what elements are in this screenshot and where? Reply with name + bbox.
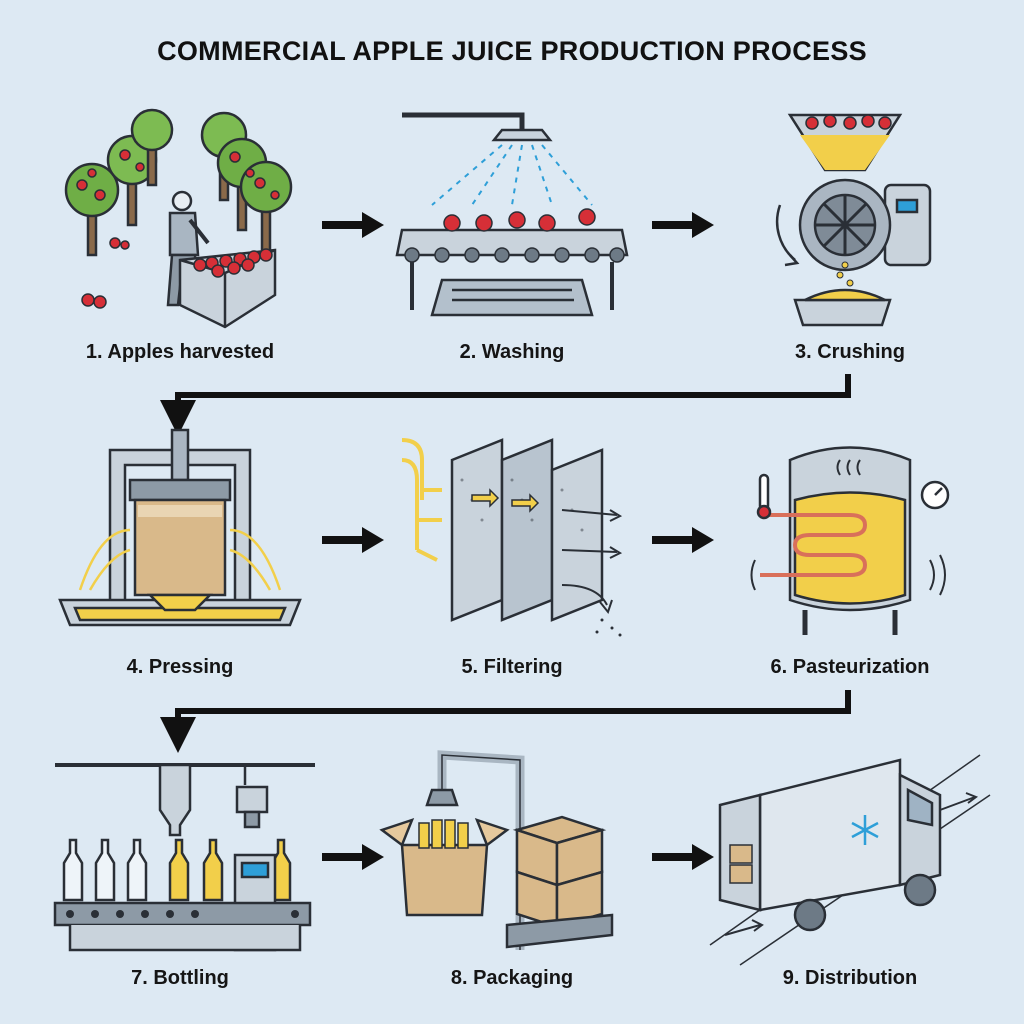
flow-arrow-right-4 [652,527,714,553]
step-9-illustration [700,735,1000,975]
step-3-illustration [700,95,1000,335]
step-4-illustration [30,420,330,660]
step-6-label: 6. Pasteurization [770,656,930,678]
flow-arrow-right-1 [322,212,384,238]
juice-press-icon [58,428,302,627]
flow-arrow-right-2 [652,212,714,238]
pasteurization-tank-icon [750,446,950,635]
step-9-label: 9. Distribution [782,967,918,989]
step-7-label: 7. Bottling [131,967,229,989]
washing-conveyor-icon [395,112,629,317]
step-7-illustration [30,735,330,975]
step-1-label: 1. Apples harvested [85,341,275,363]
step-2-label: 2. Washing [459,341,565,363]
step-8-illustration [362,735,662,975]
step-2-illustration [362,95,662,335]
flow-arrow-right-3 [322,527,384,553]
step-3-label: 3. Crushing [794,341,905,363]
orchard-harvest-icon [64,108,293,329]
bottling-line-icon [53,763,315,952]
step-5-illustration [362,420,662,660]
refrigerated-truck-icon [709,754,991,966]
flow-arrow-right-6 [652,844,714,870]
step-1-illustration [30,95,330,335]
connector-row1-row2 [160,374,851,436]
crusher-machine-icon [775,113,932,327]
step-5-label: 5. Filtering [461,656,563,678]
step-8-label: 8. Packaging [450,967,574,989]
flow-arrow-right-5 [322,844,384,870]
step-4-label: 4. Pressing [126,656,234,678]
packaging-robot-icon [379,750,614,950]
step-6-illustration [700,420,1000,660]
filter-screens-icon [401,438,623,637]
page-title: COMMERCIAL APPLE JUICE PRODUCTION PROCES… [157,36,867,66]
connector-row2-row3 [160,690,851,753]
